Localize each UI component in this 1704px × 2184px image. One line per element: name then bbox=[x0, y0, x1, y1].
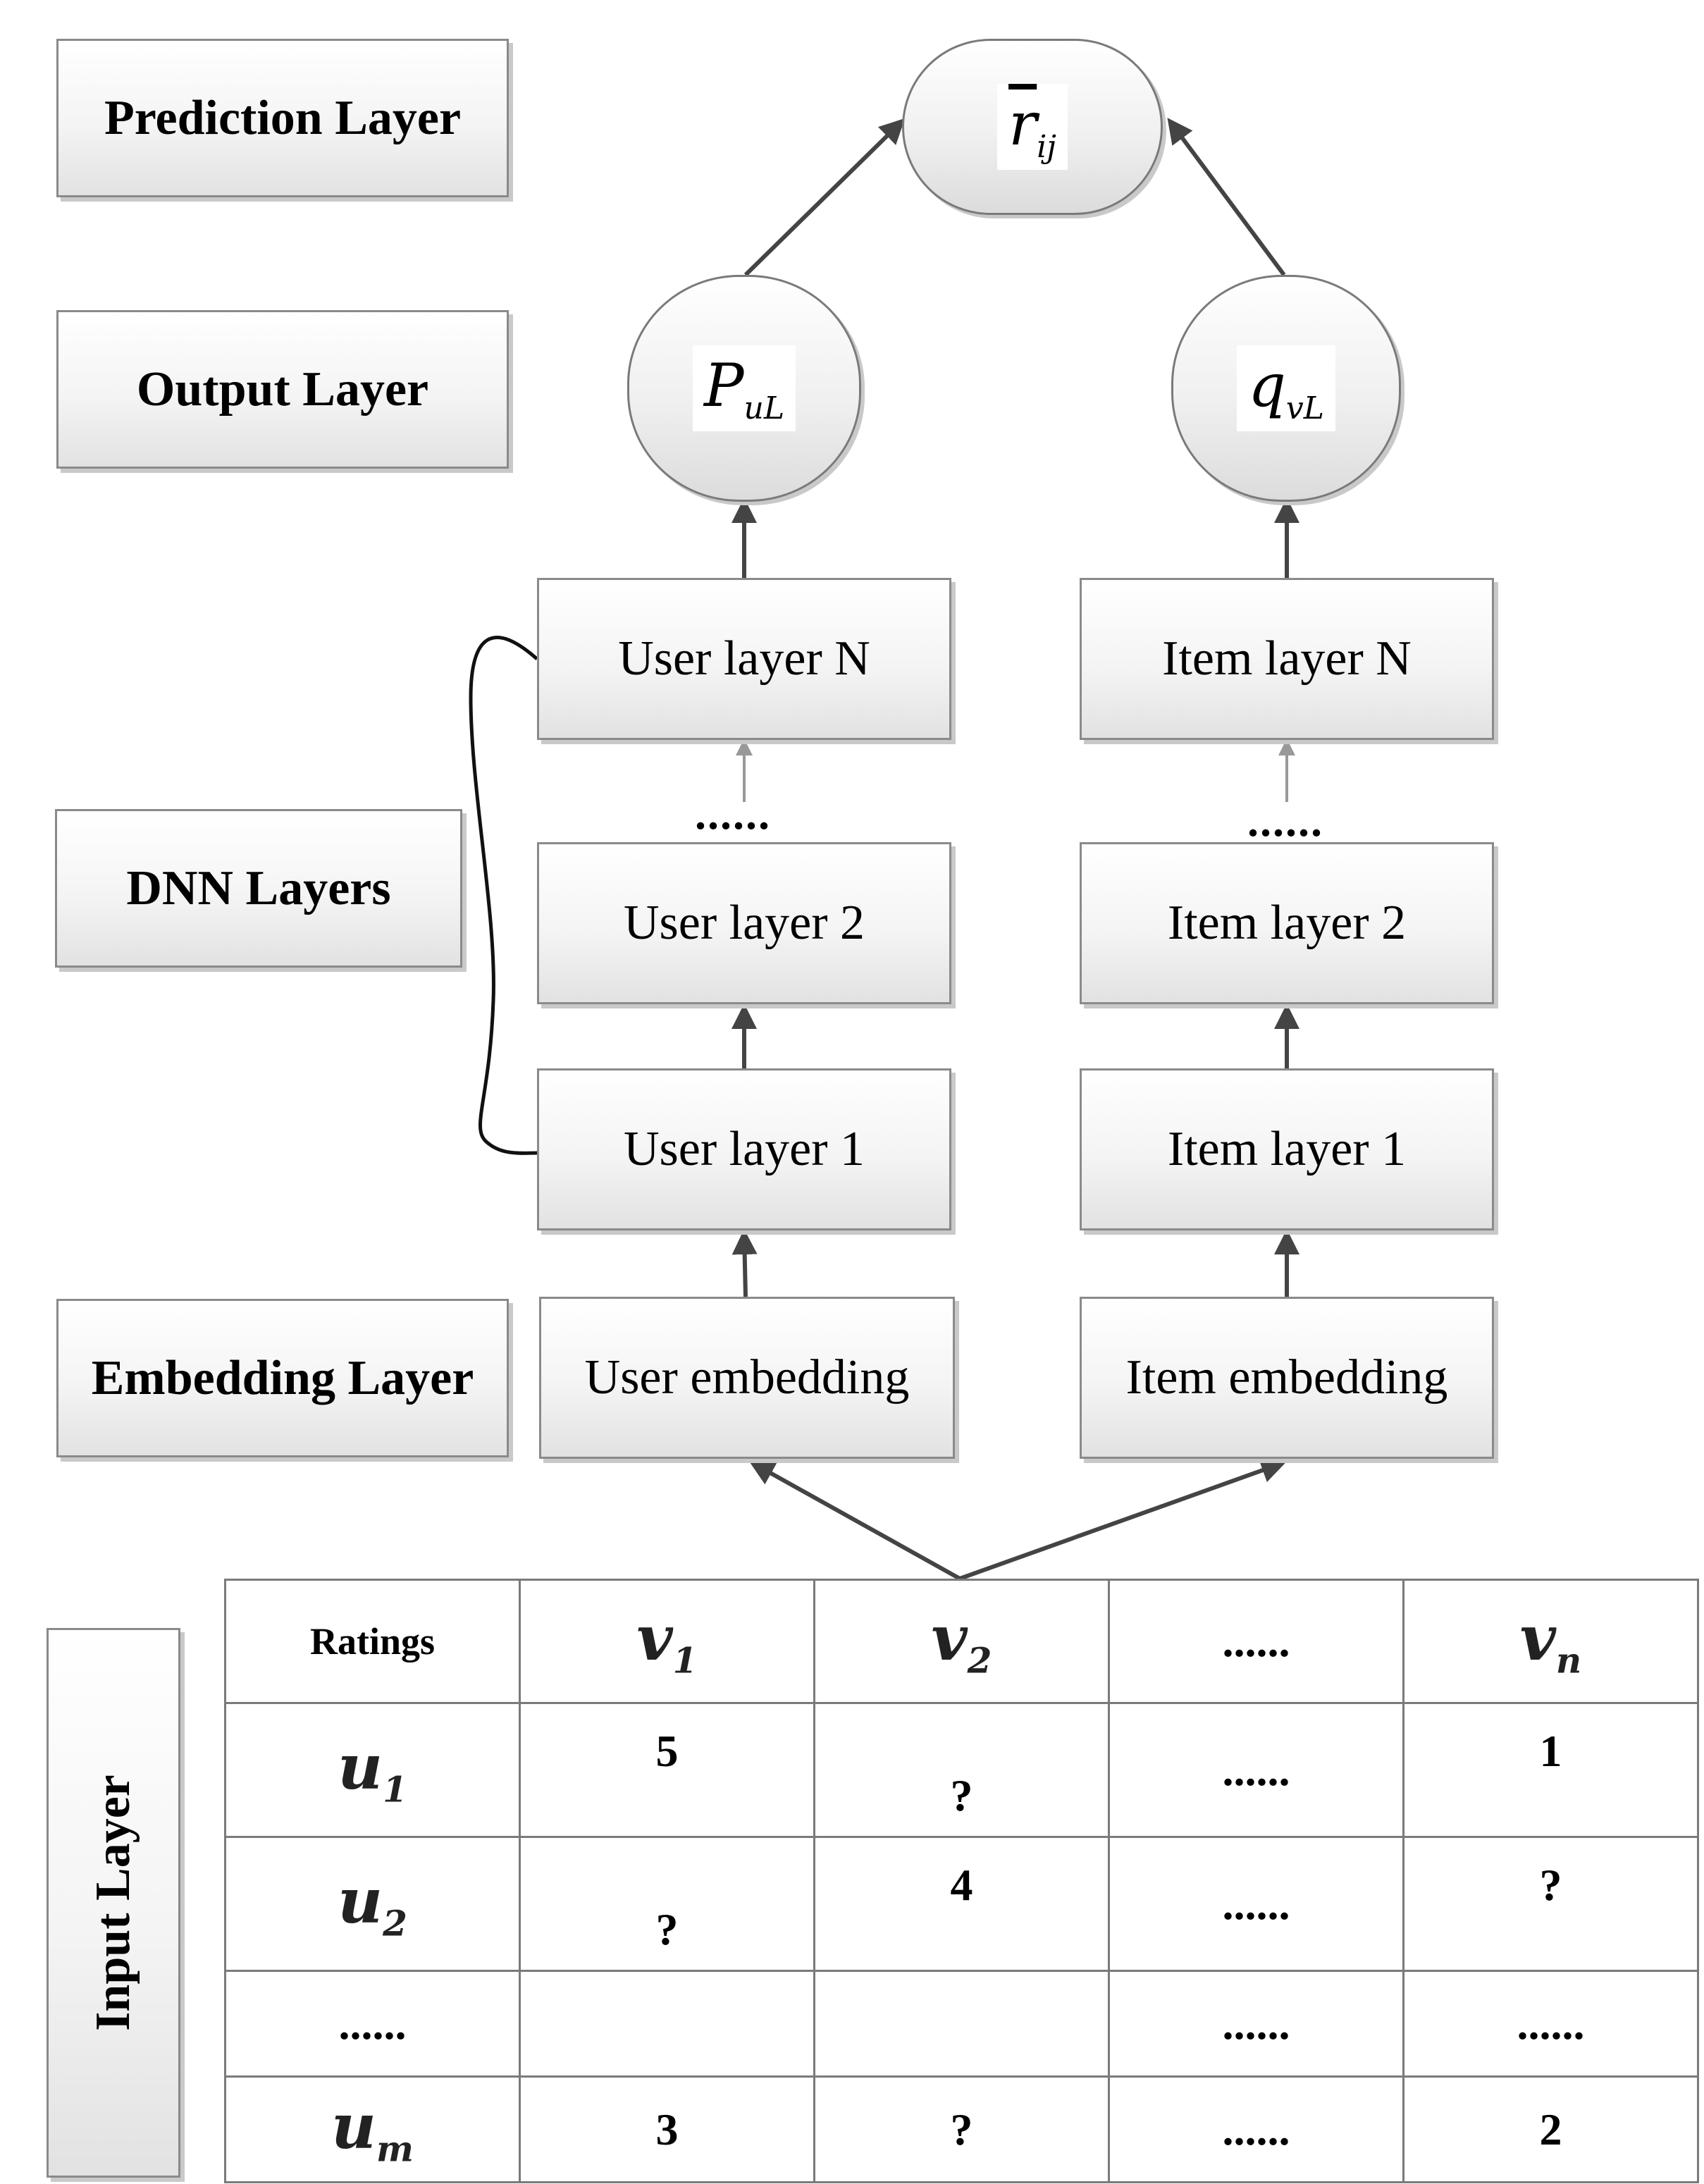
prediction-layer-text: Prediction Layer bbox=[104, 90, 462, 145]
table-cell: ...... bbox=[1108, 2075, 1404, 2183]
table-row: u1 5 ? ...... 1 bbox=[224, 1702, 1699, 1838]
user-layer-1: User layer 1 bbox=[537, 1068, 951, 1230]
row-header-um: um bbox=[224, 2075, 521, 2183]
row-header-u2: u2 bbox=[224, 1836, 521, 1972]
table-cell: 4 bbox=[813, 1836, 1110, 1972]
table-header-row: Ratings v1 v2 ...... vn bbox=[224, 1579, 1699, 1704]
embedding-layer-text: Embedding Layer bbox=[91, 1350, 474, 1405]
table-cell: ? bbox=[519, 1836, 815, 1972]
table-cell bbox=[519, 1970, 815, 2078]
user-embedding: User embedding bbox=[539, 1297, 955, 1459]
dnn-layers-label: DNN Layers bbox=[55, 809, 462, 968]
output-layer-text: Output Layer bbox=[136, 362, 429, 417]
table-cell: 5 bbox=[519, 1702, 815, 1838]
user-layer-n: User layer N bbox=[537, 578, 951, 740]
item-output-symbol-main: q bbox=[1248, 350, 1286, 420]
user-embedding-text: User embedding bbox=[584, 1350, 910, 1405]
item-embedding: Item embedding bbox=[1080, 1297, 1494, 1459]
item-layer-n: Item layer N bbox=[1080, 578, 1494, 740]
item-embedding-text: Item embedding bbox=[1125, 1350, 1448, 1405]
table-cell: ...... bbox=[1108, 1702, 1404, 1838]
skip-connection-curve bbox=[469, 636, 538, 1155]
user-output-symbol-sub: uL bbox=[743, 390, 785, 426]
table-cell bbox=[813, 1970, 1110, 2078]
prediction-symbol: rij bbox=[997, 83, 1068, 171]
table-cell: ? bbox=[813, 1702, 1110, 1838]
table-cell: ...... bbox=[1402, 1970, 1699, 2078]
item-layer-n-text: Item layer N bbox=[1162, 631, 1412, 686]
user-output-symbol: PuL bbox=[692, 345, 796, 432]
input-layer-label: Input Layer bbox=[47, 1628, 180, 2178]
table-cell: ...... bbox=[1108, 1970, 1404, 2078]
row-header-u1: u1 bbox=[224, 1702, 521, 1838]
column-header-v2: v2 bbox=[813, 1579, 1110, 1704]
table-corner-ratings: Ratings bbox=[224, 1579, 521, 1704]
arrow-item-output-to-prediction bbox=[1167, 118, 1286, 276]
prediction-symbol-main: r bbox=[1008, 89, 1037, 159]
item-output-symbol: qvL bbox=[1237, 345, 1335, 432]
dnn-layers-text: DNN Layers bbox=[126, 860, 391, 915]
prediction-layer-label: Prediction Layer bbox=[56, 39, 509, 197]
item-layer-2: Item layer 2 bbox=[1080, 842, 1494, 1004]
prediction-symbol-sub: ij bbox=[1037, 128, 1056, 165]
user-output-node: PuL bbox=[627, 275, 861, 502]
user-layer-2: User layer 2 bbox=[537, 842, 951, 1004]
user-output-symbol-main: P bbox=[703, 350, 744, 420]
user-layer-n-text: User layer N bbox=[618, 631, 870, 686]
item-layer-1-text: Item layer 1 bbox=[1167, 1122, 1407, 1176]
table-cell: 2 bbox=[1402, 2075, 1699, 2183]
table-row: u2 ? 4 ...... ? bbox=[224, 1836, 1699, 1972]
arrow-user-output-to-prediction bbox=[743, 118, 906, 277]
user-layer-ellipsis: ...... bbox=[695, 789, 771, 839]
table-cell: ? bbox=[813, 2075, 1110, 2183]
table-row: ...... ...... ...... bbox=[224, 1970, 1699, 2078]
prediction-node: rij bbox=[902, 39, 1163, 215]
table-row: um 3 ? ...... 2 bbox=[224, 2075, 1699, 2183]
column-header-ellipsis: ...... bbox=[1108, 1579, 1404, 1704]
row-header-ellipsis: ...... bbox=[224, 1970, 521, 2078]
item-layer-ellipsis: ...... bbox=[1247, 796, 1323, 846]
table-cell: ...... bbox=[1108, 1836, 1404, 1972]
arrow-table-to-user-embedding bbox=[748, 1461, 961, 1581]
item-layer-2-text: Item layer 2 bbox=[1167, 896, 1407, 950]
user-layer-1-text: User layer 1 bbox=[623, 1122, 865, 1176]
arrow-user-embedding-to-layer-1 bbox=[731, 1229, 758, 1297]
column-header-v1: v1 bbox=[519, 1579, 815, 1704]
embedding-layer-label: Embedding Layer bbox=[56, 1299, 509, 1457]
ratings-table: Ratings v1 v2 ...... vn u1 5 ? ...... 1 … bbox=[224, 1579, 1699, 2183]
item-layer-1: Item layer 1 bbox=[1080, 1068, 1494, 1230]
table-cell: 1 bbox=[1402, 1702, 1699, 1838]
arrow-table-to-item-embedding bbox=[958, 1458, 1287, 1581]
item-output-symbol-sub: vL bbox=[1285, 390, 1324, 426]
user-layer-2-text: User layer 2 bbox=[623, 896, 865, 950]
column-header-vn: vn bbox=[1402, 1579, 1699, 1704]
table-cell: ? bbox=[1402, 1836, 1699, 1972]
output-layer-label: Output Layer bbox=[56, 310, 509, 469]
item-output-node: qvL bbox=[1171, 275, 1401, 502]
table-cell: 3 bbox=[519, 2075, 815, 2183]
